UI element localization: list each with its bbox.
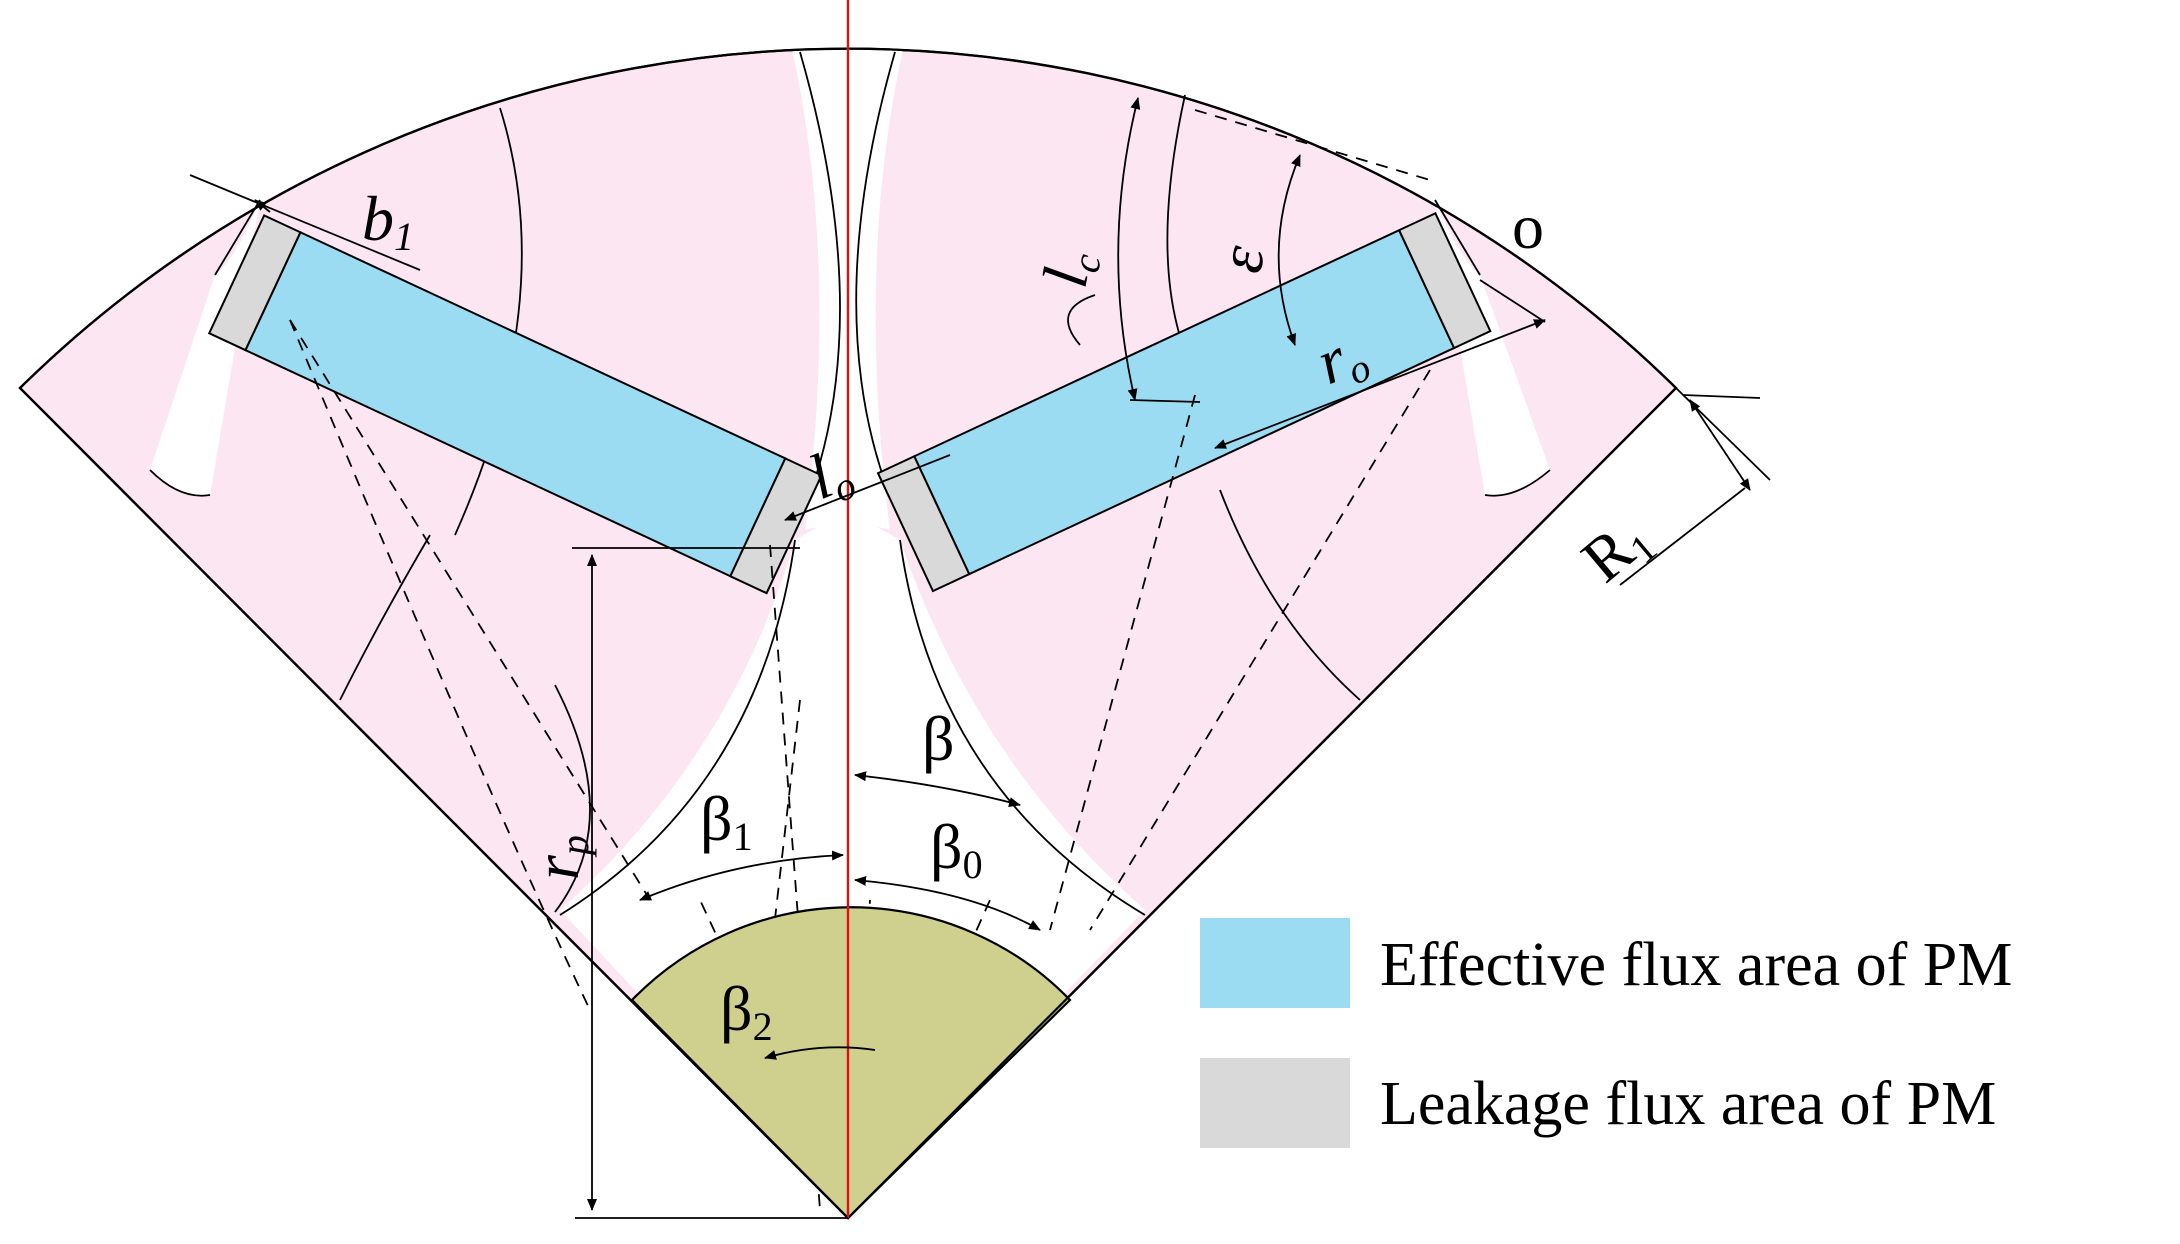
label-beta2: β2 <box>720 973 773 1049</box>
dashed-line-right-2 <box>1089 369 1431 931</box>
legend-swatch-effective <box>1200 918 1350 1008</box>
flux-arc-bottom-right <box>899 539 1146 916</box>
R1-leader <box>1619 487 1746 586</box>
rib-arc-right-low <box>1484 469 1551 497</box>
flux-arc-center-right <box>855 51 901 521</box>
R1-dimension-line <box>1689 399 1751 491</box>
beta2-angle-arc <box>764 1046 876 1060</box>
rib-arc-left-low <box>149 469 211 497</box>
label-beta1: β1 <box>700 783 753 859</box>
b1-leader-line <box>189 174 421 271</box>
rib-arc-right <box>1434 199 1481 276</box>
legend: Effective flux area of PM Leakage flux a… <box>1200 918 2012 1148</box>
legend-swatch-leakage <box>1200 1058 1350 1148</box>
o-extension <box>1479 279 1546 323</box>
beta-angle-arc <box>854 771 1021 807</box>
ro-dimension-line <box>1214 319 1546 449</box>
legend-label-leakage: Leakage flux area of PM <box>1380 1070 1996 1138</box>
lc-dimension-arc <box>1117 97 1141 401</box>
beta0-angle-arc <box>854 875 1041 931</box>
label-R1: R1 <box>1568 501 1665 600</box>
dashed-line-right-1 <box>1049 394 1196 931</box>
beta1-angle-arc <box>639 850 844 901</box>
label-beta0: β0 <box>930 811 983 887</box>
lo-dimension-line <box>784 454 951 521</box>
left-magnet-leakage-outer <box>207 214 302 352</box>
legend-label-effective: Effective flux area of PM <box>1380 931 2012 999</box>
b1-tick <box>254 199 271 213</box>
label-o: o <box>1512 191 1544 262</box>
flux-arc-center-left <box>799 51 841 521</box>
label-b1: b1 <box>362 183 414 259</box>
left-magnet-leakage-inner <box>729 457 823 595</box>
flux-arc-left-top <box>454 107 523 536</box>
lc-small-arc <box>1067 294 1096 346</box>
left-magnet <box>207 214 823 595</box>
label-rp: rp <box>521 835 597 880</box>
flux-arc-bottom-left <box>559 539 796 916</box>
shaft <box>630 906 1072 1220</box>
left-outer-flux-barrier <box>150 200 260 496</box>
right-magnet-leakage-inner <box>876 454 971 593</box>
lc-extension <box>1129 399 1201 403</box>
flux-arc-right-mid <box>1219 489 1361 701</box>
R1-extension-2 <box>1682 394 1761 399</box>
flux-arc-left-mid <box>339 534 431 701</box>
R1-extension-1 <box>1675 387 1771 481</box>
label-beta: β <box>922 703 955 774</box>
dashed-line-left-2 <box>289 319 591 1011</box>
